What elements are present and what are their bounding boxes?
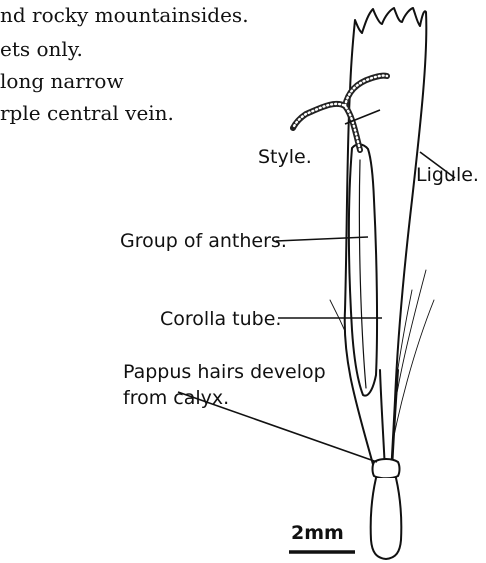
pappus-label-line-2: from calyx.	[123, 386, 229, 410]
scale-bar-label: 2mm	[291, 522, 344, 544]
anthers-label: Group of anthers.	[120, 229, 287, 253]
corolla-tube-label: Corolla tube.	[160, 307, 281, 331]
ligule-label: Ligule.	[416, 163, 479, 187]
pappus-label-line-1: Pappus hairs develop	[123, 360, 326, 384]
ovary	[371, 478, 402, 559]
style-label: Style.	[258, 145, 312, 169]
